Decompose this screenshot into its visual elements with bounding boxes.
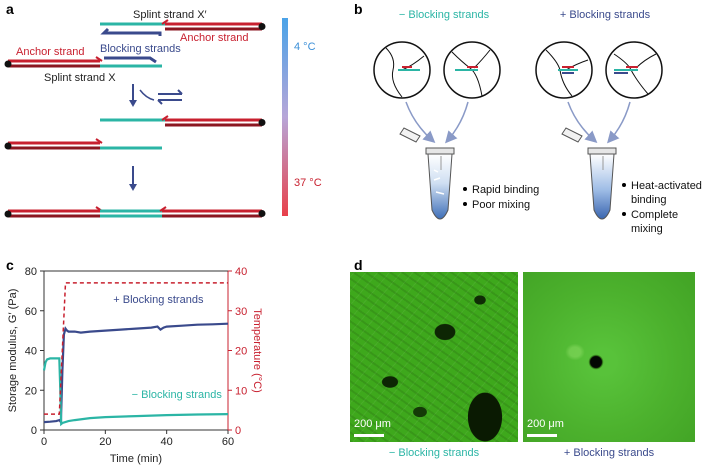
arrow-to-tube-minus-2: [445, 101, 469, 144]
series-line-2: [44, 282, 228, 415]
y2-tick-label: 30: [235, 306, 247, 318]
scale-bar-right: [527, 434, 557, 437]
y2-tick-label: 40: [235, 266, 247, 278]
temp-37c-label: 37 °C: [294, 177, 322, 189]
y-tick-label: 40: [25, 346, 37, 358]
y2-tick-label: 10: [235, 385, 247, 397]
network-circle-plus-1: [535, 41, 593, 99]
x-tick-label: 40: [161, 436, 173, 448]
micrograph-minus-blocking: 200 μm: [350, 272, 518, 442]
x-axis-label: Time (min): [110, 453, 162, 465]
temp-4c-label: 4 °C: [294, 41, 316, 53]
micrograph-left-caption: − Blocking strands: [389, 447, 480, 459]
plus-blocking-title: + Blocking strands: [560, 9, 651, 21]
y-tick-label: 80: [25, 266, 37, 278]
network-circle-minus-2: [443, 41, 501, 99]
released-blocking-strands: [158, 93, 182, 101]
series-line-0: [43, 322, 229, 426]
blocking-strand-bottom: [104, 56, 157, 64]
splint-x-label: Splint strand X: [44, 72, 116, 84]
panel-c-label: c: [6, 257, 14, 273]
anchor-strand-left-label: Anchor strand: [16, 46, 84, 58]
anchor-strand-right-label: Anchor strand: [180, 32, 248, 44]
anchor-bead-right-top: [258, 23, 266, 30]
arrow-to-tube-plus-1: [567, 101, 598, 143]
minus-bullet-2: Poor mixing: [472, 199, 530, 211]
arrow-to-tube-minus-1: [405, 101, 436, 143]
tube-minus: [399, 127, 455, 220]
minus-bullet-1: Rapid binding: [472, 184, 539, 196]
scale-label-right: 200 μm: [527, 418, 564, 430]
network-circle-minus-1: [373, 41, 431, 99]
anchor-bead-left-top: [4, 60, 12, 68]
y2-axis-label: Temperature (°C): [251, 308, 263, 392]
splint-x-prime-label: Splint strand X′: [133, 9, 207, 21]
blocking-strands-label: Blocking strands: [100, 43, 181, 55]
anchor-bead-right-mid: [258, 119, 266, 126]
panel-b-label: b: [354, 1, 363, 17]
temperature-gradient-bar: [282, 18, 288, 216]
legend-plus-blocking: + Blocking strands: [113, 294, 204, 306]
x-tick-label: 0: [41, 436, 47, 448]
x-tick-label: 20: [99, 436, 111, 448]
y2-tick-label: 0: [235, 425, 241, 437]
micrograph-right-caption: + Blocking strands: [564, 447, 655, 459]
scale-bar-left: [354, 434, 384, 437]
panel-a-label: a: [6, 1, 14, 17]
plus-bullet-1b: binding: [631, 194, 666, 206]
arrow-to-tube-plus-2: [607, 101, 631, 144]
y-tick-label: 20: [25, 385, 37, 397]
minus-blocking-title: − Blocking strands: [399, 9, 490, 21]
network-circle-plus-2: [605, 41, 663, 99]
y2-tick-label: 20: [235, 346, 247, 358]
micrograph-plus-blocking: 200 μm: [523, 272, 695, 442]
plus-bullet-2b: mixing: [631, 223, 663, 235]
plus-bullet-2a: Complete: [631, 209, 678, 221]
anchor-bead-left-bottom: [4, 210, 12, 218]
y-tick-label: 0: [31, 425, 37, 437]
legend-minus-blocking: − Blocking strands: [132, 389, 223, 401]
y-tick-label: 60: [25, 306, 37, 318]
scale-label-left: 200 μm: [354, 418, 391, 430]
x-tick-label: 60: [222, 436, 234, 448]
y-axis-label: Storage modulus, G′ (Pa): [7, 289, 19, 413]
blocking-strand-top: [112, 31, 162, 36]
anchor-bead-right-bottom: [258, 210, 266, 217]
anchor-bead-left-mid: [4, 142, 12, 150]
plus-bullet-1a: Heat-activated: [631, 180, 702, 192]
series-line-1: [42, 357, 229, 427]
panel-d-label: d: [354, 257, 363, 273]
tube-plus: [561, 127, 617, 220]
